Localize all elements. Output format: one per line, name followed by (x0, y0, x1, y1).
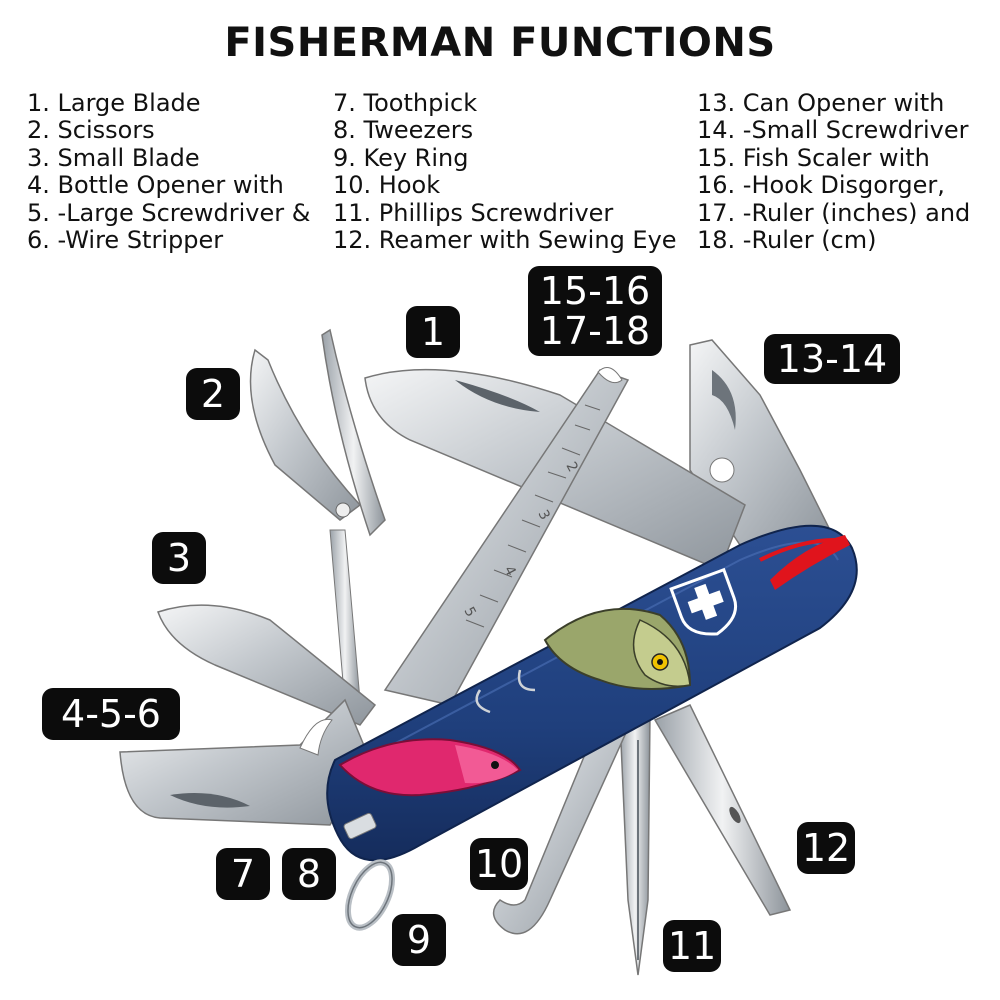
function-item: 15. Fish Scaler with (697, 143, 930, 172)
callout-12: 12 (797, 822, 855, 874)
callout-3: 3 (152, 532, 206, 584)
function-item: 8. Tweezers (333, 116, 474, 145)
phillips-screwdriver-tool (619, 714, 651, 976)
function-list-col1: 1. Large Blade 2. Scissors 3. Small Blad… (27, 89, 311, 255)
function-item: 10. Hook (333, 171, 441, 200)
red-feather-icon (770, 535, 850, 590)
function-item: 17. -Ruler (inches) and (697, 198, 971, 227)
function-item: 9. Key Ring (333, 143, 469, 172)
pink-fish-lure-icon (338, 738, 522, 797)
function-item: 16. -Hook Disgorger, (697, 171, 945, 200)
callout-9: 9 (392, 914, 446, 966)
callout-13-14: 13-14 (764, 334, 900, 384)
callout-17-18: 17-18 (539, 309, 651, 353)
can-opener-slot (712, 370, 736, 430)
function-item: 13. Can Opener with (697, 89, 945, 117)
key-ring-icon (344, 859, 396, 931)
page-title: FISHERMAN FUNCTIONS (224, 20, 776, 66)
hook-tool (492, 729, 627, 935)
callout-4-5-6: 4-5-6 (42, 688, 180, 740)
swiss-cross-shield-icon (669, 567, 738, 636)
ruler-ticks (465, 404, 601, 628)
function-item: 5. -Large Screwdriver & (27, 198, 311, 227)
function-item: 11. Phillips Screwdriver (333, 198, 614, 227)
callout-8: 8 (282, 848, 336, 900)
green-fish-lure-icon (475, 607, 692, 714)
callout-15-16: 15-16 (539, 269, 651, 313)
callout-15-18: 15-16 17-18 (528, 266, 662, 356)
toothpick-tweezers-heads (343, 812, 377, 840)
callout-10: 10 (470, 838, 528, 890)
function-list-col3: 13. Can Opener with 14. -Small Screwdriv… (697, 89, 971, 255)
callout-1: 1 (406, 306, 460, 358)
function-item: 14. -Small Screwdriver (697, 116, 969, 145)
small-blade (157, 604, 377, 726)
function-item: 2. Scissors (27, 116, 155, 145)
callout-2: 2 (186, 368, 240, 420)
function-item: 7. Toothpick (333, 89, 478, 117)
callout-11: 11 (663, 920, 721, 972)
function-item: 1. Large Blade (27, 89, 201, 117)
function-item: 18. -Ruler (cm) (697, 226, 877, 255)
function-item: 12. Reamer with Sewing Eye (333, 226, 677, 255)
function-item: 4. Bottle Opener with (27, 171, 284, 200)
function-item: 6. -Wire Stripper (27, 226, 224, 255)
function-item: 3. Small Blade (27, 143, 200, 172)
callout-7: 7 (216, 848, 270, 900)
function-list-col2: 7. Toothpick 8. Tweezers 9. Key Ring 10.… (333, 89, 677, 255)
reamer-tool (653, 704, 792, 916)
